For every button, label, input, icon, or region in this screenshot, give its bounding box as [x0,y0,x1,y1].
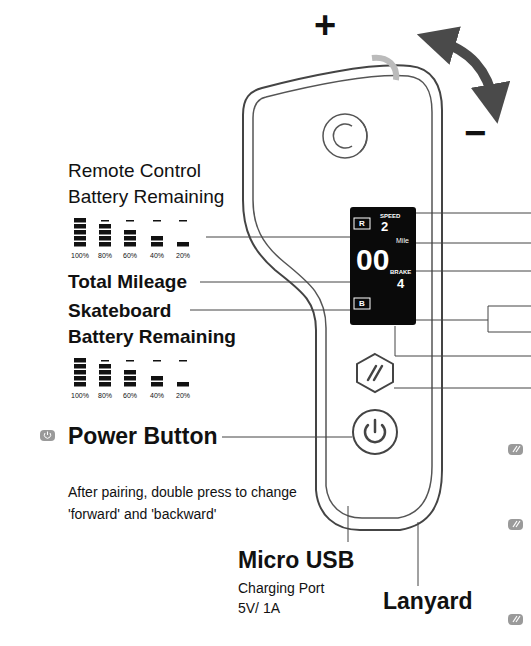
power-icon [365,420,385,442]
percent-label: 100% [71,252,89,259]
mode-button [357,354,393,392]
part-label: Total Mileage [68,270,187,294]
display-text: SPEED [380,213,400,219]
percent-label: 60% [123,392,137,399]
percent-label: 100% [71,392,89,399]
note-text: After pairing, double press to change 'f… [68,482,318,525]
battery-bar-cap [153,360,161,362]
thumb-wheel [372,58,396,80]
part-label: Lanyard [383,588,472,616]
button-badges [508,444,523,625]
battery-bar [74,376,86,381]
part-label: Power Button [68,423,218,451]
battery-bar [74,364,86,369]
battery-bar [99,224,111,229]
battery-bar [151,236,163,241]
percent-label: 80% [98,252,112,259]
battery-bar [99,370,111,375]
battery-bar [99,382,111,387]
power-badge [40,430,55,441]
display-text: 4 [397,277,404,290]
battery-bar [99,236,111,241]
percent-label: 40% [150,252,164,259]
percent-label: 20% [176,252,190,259]
battery-bar [74,236,86,241]
battery-bar-cap [101,360,109,362]
display-text: BRAKE [390,269,411,275]
remote-inner-edge [253,76,432,518]
battery-bar [124,242,136,247]
battery-bar [74,242,86,247]
part-label: Remote Control Battery Remaining [68,158,248,210]
battery-bar [99,242,111,247]
battery-bar-cap [126,360,134,362]
wheel-direction-arrow [436,40,494,104]
lcd-screen: R SPEED2 00 MileBRAKE 4B [350,207,416,325]
part-label: Micro USB [238,547,354,575]
battery-bar [151,242,163,247]
battery-bar [74,382,86,387]
display-text: 00 [356,245,389,275]
battery-bar-cap [153,220,161,222]
mode-button-mark [368,366,382,380]
thumb-button [323,114,367,158]
battery-bar [177,382,189,387]
spec-text: 5V/ 1A [238,600,280,617]
battery-bar-cap [179,360,187,362]
battery-bar [124,230,136,235]
percent-label: 80% [98,392,112,399]
percent-label: 20% [176,392,190,399]
display-text: Mile [396,237,409,244]
battery-bar [124,376,136,381]
battery-bar [99,230,111,235]
spec-text: Charging Port [238,580,324,597]
battery-bar [99,376,111,381]
leader-lines [190,213,531,586]
part-label: Skateboard Battery Remaining [68,298,239,350]
battery-bar [99,364,111,369]
battery-bar [124,236,136,241]
thumb-button-arc [360,120,367,152]
battery-bar [124,382,136,387]
display-text: 2 [381,220,388,233]
thumb-button-mark [333,124,352,148]
minus-sign: − [464,114,486,152]
battery-bar [124,370,136,375]
display-text: B [359,300,365,308]
battery-bar [151,382,163,387]
battery-bar-cap [126,220,134,222]
battery-bar-cap [101,220,109,222]
battery-bar [74,358,86,363]
display-text: R [359,220,365,228]
battery-bar-cap [179,220,187,222]
battery-bar [74,218,86,223]
remote-housing [243,65,442,530]
plus-sign: + [314,6,336,44]
power-button [353,410,397,454]
battery-bar [74,370,86,375]
percent-label: 40% [150,392,164,399]
battery-bar [74,224,86,229]
battery-bar [74,230,86,235]
battery-bar [177,242,189,247]
battery-bar [151,376,163,381]
percent-label: 60% [123,252,137,259]
